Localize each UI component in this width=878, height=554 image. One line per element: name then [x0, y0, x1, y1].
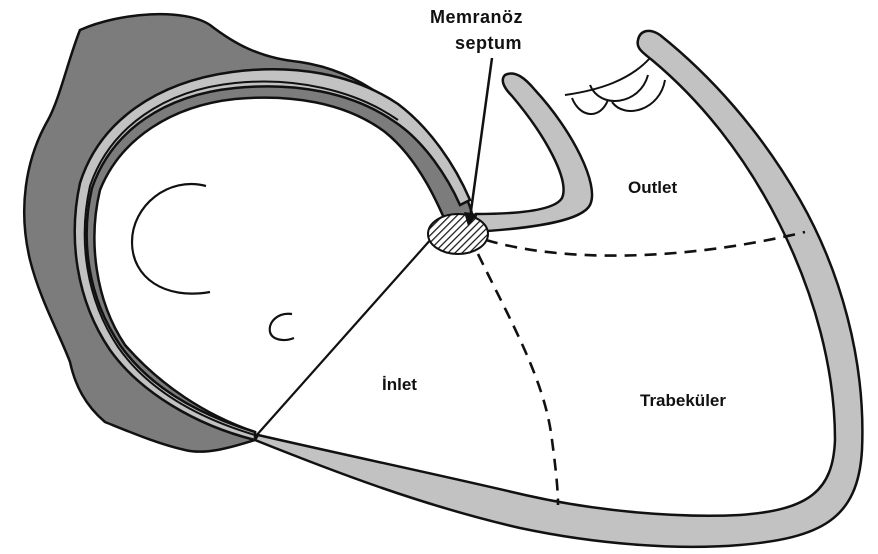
membranous-septum-label-line1: Memranöz — [430, 7, 523, 28]
outflow-tract-wall — [472, 73, 592, 232]
membranous-septum — [428, 214, 488, 254]
trabecular-label: Trabeküler — [640, 391, 726, 411]
inlet-trabecular-boundary-dashed — [478, 254, 558, 505]
coronary-sinus-arc — [270, 314, 294, 340]
outlet-boundary-dashed — [486, 232, 805, 256]
pulmonary-cusp — [565, 58, 650, 95]
membranous-septum-label-line2: septum — [455, 33, 522, 54]
outlet-label: Outlet — [628, 178, 677, 198]
tricuspid-annulus-line — [255, 238, 432, 437]
fossa-ovalis-arc — [132, 184, 210, 294]
membranous-pointer — [470, 58, 492, 218]
inlet-label: İnlet — [382, 375, 417, 395]
